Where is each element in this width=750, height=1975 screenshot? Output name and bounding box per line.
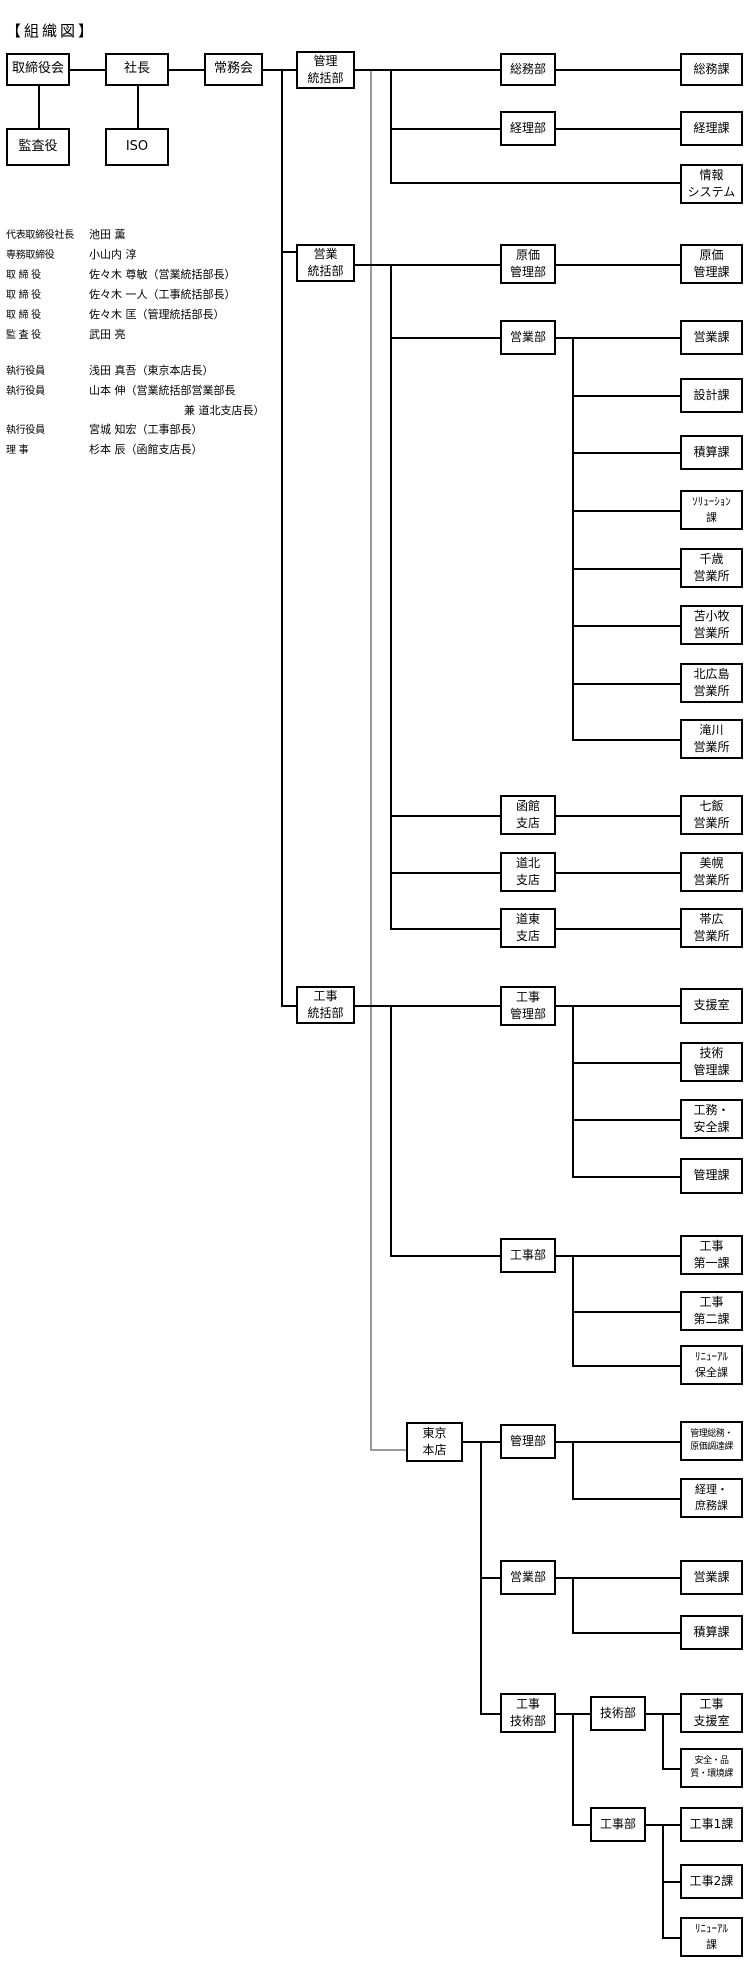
support-office-box: 支援室 [680,988,743,1024]
officer-row: 執行役員宮城 知宏（工事部長） [6,423,203,436]
tech-mgmt-section-box: 技術 管理課 [680,1042,743,1082]
tokyo-mgmt-dept-box: 管理部 [500,1424,556,1459]
sales-section-box: 営業課 [680,320,743,355]
tokyo-constr-tech-dept-box: 工事 技術部 [500,1693,556,1733]
hakodate-branch-box: 函館 支店 [500,795,556,835]
accounting-dept-box: 経理部 [500,111,556,146]
executive-committee-box: 常務会 [204,53,263,86]
officer-row: 取 締 役佐々木 尊敏（営業統括部長） [6,268,236,281]
general-affairs-dept-box: 総務部 [500,53,556,86]
officers-list: 代表取締役社長池田 薫 専務取締役小山内 淳 取 締 役佐々木 尊敏（営業統括部… [6,225,265,460]
tokyo-estimating-section-box: 積算課 [680,1615,743,1650]
officer-row: 執行役員山本 伸（営業統括部営業部長兼 道北支店長） [6,384,265,417]
dohoku-branch-box: 道北 支店 [500,852,556,892]
construction-2-section-box: 工事 第二課 [680,1291,743,1331]
tokyo-accounting-section-box: 経理・ 庶務課 [680,1478,743,1518]
sales-dept-box: 営業部 [500,320,556,355]
officer-row: 理 事杉本 辰（函館支店長） [6,443,203,456]
tokyo-renewal-section-box: ﾘﾆｭｰｱﾙ 課 [680,1917,743,1957]
estimating-section-box: 積算課 [680,435,743,470]
board-box: 取締役会 [6,53,70,86]
president-box: 社長 [105,53,169,86]
tokyo-works2-section-box: 工事2課 [680,1864,743,1899]
page-title: 【組織図】 [6,22,97,40]
doto-branch-box: 道東 支店 [500,908,556,948]
officer-row: 取 締 役佐々木 匡（管理統括部長） [6,308,225,321]
auditor-box: 監査役 [6,128,70,166]
tokyo-tech-dept-box: 技術部 [590,1696,646,1731]
cost-mgmt-dept-box: 原価 管理部 [500,244,556,284]
iso-box: ISO [105,128,169,166]
officer-row: 取 締 役佐々木 一人（工事統括部長） [6,288,236,301]
construction-1-section-box: 工事 第一課 [680,1235,743,1275]
tokyo-sales-dept-box: 営業部 [500,1560,556,1595]
tokyo-works1-section-box: 工事1課 [680,1807,743,1842]
mgmt-section-box: 管理課 [680,1158,743,1194]
tomakomai-office-box: 苫小牧 営業所 [680,605,743,645]
takikawa-office-box: 滝川 営業所 [680,719,743,759]
bihoro-office-box: 美幌 営業所 [680,852,743,892]
officer-row: 代表取締役社長池田 薫 [6,228,126,241]
tokyo-support-section-box: 工事 支援室 [680,1693,743,1733]
chitose-office-box: 千歳 営業所 [680,548,743,588]
general-affairs-section-box: 総務課 [680,53,743,86]
kitahiroshima-office-box: 北広島 営業所 [680,663,743,703]
tokyo-admin-cost-section-box: 管理総務・ 原価調達課 [680,1421,743,1461]
construction-dept-box: 工事部 [500,1238,556,1273]
construction-division-box: 工事 統括部 [296,986,355,1024]
tokyo-sales-section-box: 営業課 [680,1560,743,1595]
sales-division-box: 営業 統括部 [296,244,355,282]
officer-row: 専務取締役小山内 淳 [6,248,137,261]
tokyo-safety-section-box: 安全・品 質・環境課 [680,1748,743,1788]
works-safety-section-box: 工務・ 安全課 [680,1099,743,1139]
cost-mgmt-section-box: 原価 管理課 [680,244,743,284]
admin-division-box: 管理 統括部 [296,51,355,89]
obihiro-office-box: 帯広 営業所 [680,908,743,948]
officer-row: 監 査 役武田 亮 [6,328,126,341]
constr-mgmt-dept-box: 工事 管理部 [500,986,556,1026]
officer-row: 執行役員浅田 真吾（東京本店長） [6,364,214,377]
info-system-section-box: 情報 システム [680,164,743,204]
design-section-box: 設計課 [680,378,743,413]
tokyo-works-dept-box: 工事部 [590,1807,646,1842]
accounting-section-box: 経理課 [680,111,743,146]
solution-section-box: ｿﾘｭｰｼｮﾝ 課 [680,490,743,530]
tokyo-branch-box: 東京 本店 [406,1422,463,1462]
nanae-office-box: 七飯 営業所 [680,795,743,835]
renewal-maint-section-box: ﾘﾆｭｰｱﾙ 保全課 [680,1345,743,1385]
